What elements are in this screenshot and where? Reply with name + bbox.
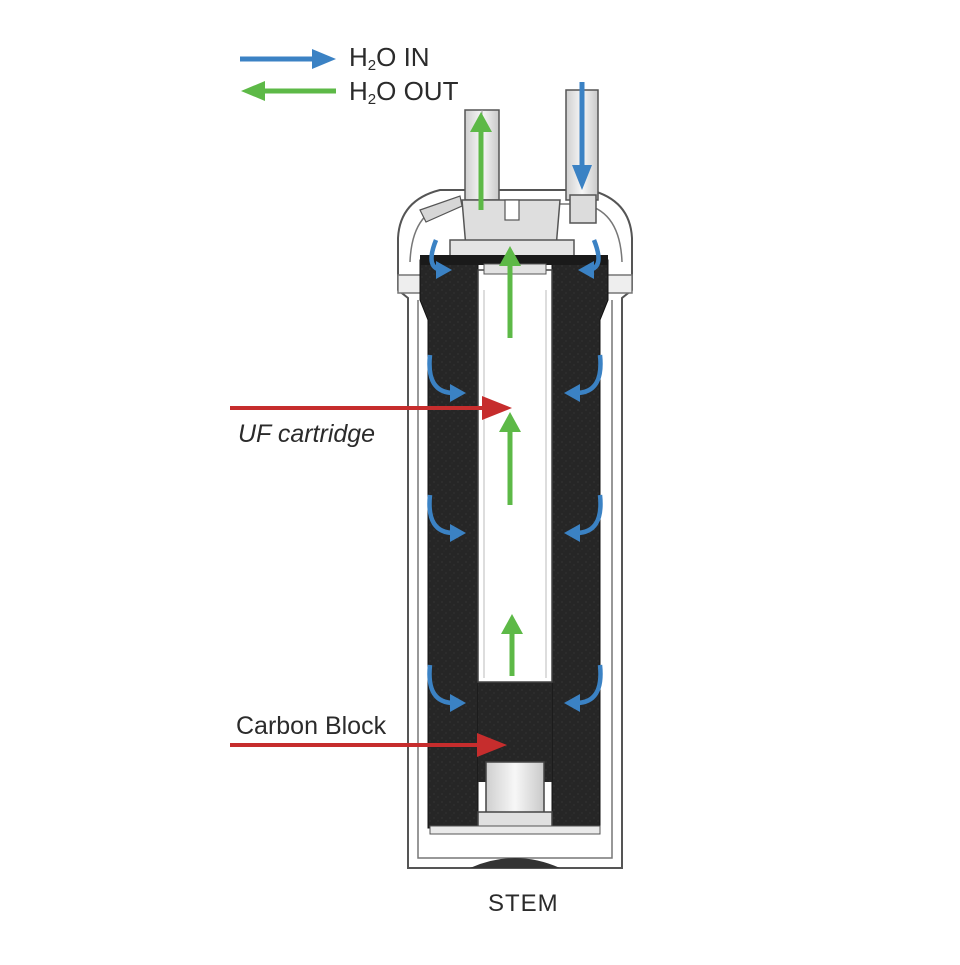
uf-flow-arrow-bottom-head xyxy=(501,614,523,634)
carbon-callout-arrow xyxy=(230,733,507,757)
inflow-arrowhead-right xyxy=(578,261,594,279)
stem-part xyxy=(429,761,601,835)
inflow-curve-left xyxy=(427,354,455,396)
inflow-curve-left xyxy=(427,494,455,536)
inflow-curve-right xyxy=(575,354,603,396)
legend-out-prefix: H xyxy=(349,76,368,106)
inflow-arrowhead-right xyxy=(564,524,580,542)
outlet-flow-arrow-head xyxy=(470,112,492,132)
uf-flow-arrow-top-head xyxy=(499,246,521,266)
inflow-curve-left xyxy=(427,664,455,706)
inflow-arrowhead-left xyxy=(436,261,452,279)
stem-body xyxy=(485,761,545,819)
inlet-flow-arrowhead xyxy=(572,165,592,190)
legend-arrows xyxy=(240,49,336,101)
inflow-curve-right xyxy=(575,664,603,706)
carbon-right xyxy=(551,259,609,829)
carbon-block xyxy=(419,255,609,829)
carbon-block-label: Carbon Block xyxy=(236,712,387,740)
housing-base-foot xyxy=(470,858,560,868)
stem-label: STEM xyxy=(488,890,559,917)
water-in-flow-arrows xyxy=(427,82,603,712)
inlet-fitting xyxy=(569,194,597,224)
uf-cartridge-label: UF cartridge xyxy=(238,420,376,448)
legend-out-sub: 2 xyxy=(367,91,377,108)
water-out-flow-arrows xyxy=(470,112,523,676)
callout-arrows xyxy=(230,396,512,757)
inflow-arrowhead-right xyxy=(564,384,580,402)
legend-out-label: H2O OUT xyxy=(349,76,458,108)
legend-out-arrow xyxy=(241,81,336,101)
legend-in-suffix: O IN xyxy=(376,42,430,72)
legend-in-prefix: H xyxy=(349,42,368,72)
inflow-arrowhead-left xyxy=(450,524,466,542)
carbon-left xyxy=(419,259,479,829)
uf-tube xyxy=(477,269,553,683)
inflow-arrowhead-left xyxy=(450,384,466,402)
inflow-arrowhead-left xyxy=(450,694,466,712)
inflow-curve-right xyxy=(575,494,603,536)
legend-in-sub: 2 xyxy=(367,57,377,74)
uf-callout-arrow xyxy=(230,396,512,420)
uf-flow-arrow-mid-head xyxy=(499,412,521,432)
legend-in-arrow xyxy=(240,49,336,69)
legend-out-suffix: O OUT xyxy=(376,76,459,106)
uf-cartridge xyxy=(477,263,553,683)
legend-in-label: H2O IN xyxy=(349,42,430,74)
inflow-arrowhead-right xyxy=(564,694,580,712)
